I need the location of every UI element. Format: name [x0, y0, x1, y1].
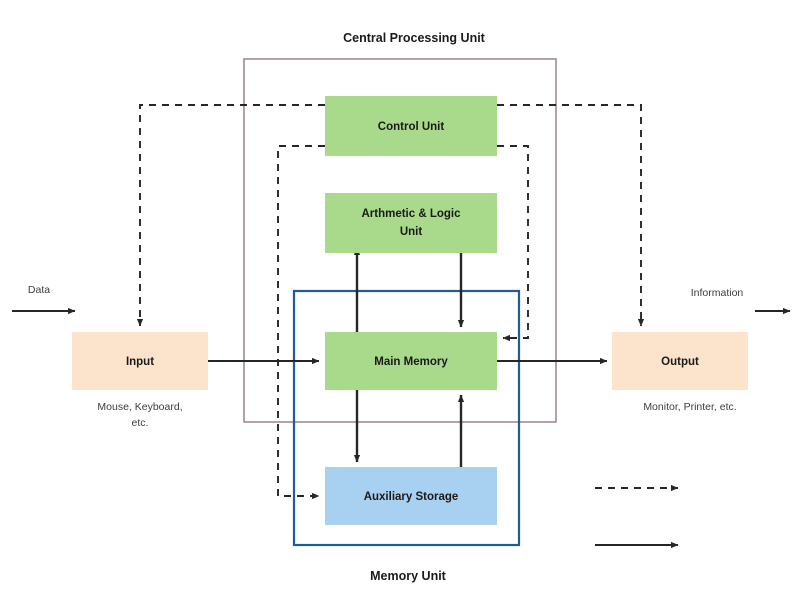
output-caption-line1: Monitor, Printer, etc.	[643, 401, 736, 413]
control-line-cu-to-output	[497, 104, 645, 327]
control-line-cu-to-main-memory	[497, 145, 529, 342]
alu-label-line2: Unit	[400, 226, 423, 238]
box-control-unit[interactable]: Control Unit	[325, 96, 497, 156]
control-unit-label: Control Unit	[378, 121, 445, 133]
data-inflow-label: Data	[28, 284, 50, 296]
information-outflow-label: Information	[691, 287, 744, 299]
cpu-group-title: Central Processing Unit	[343, 31, 486, 45]
input-label: Input	[126, 356, 154, 368]
box-input[interactable]: Input	[72, 332, 208, 390]
memory-unit-group-border	[292, 289, 521, 547]
input-caption-line1: Mouse, Keyboard,	[97, 401, 182, 413]
auxiliary-storage-label: Auxiliary Storage	[364, 491, 459, 503]
control-line-cu-to-input	[136, 104, 325, 327]
cpu-group-border	[243, 58, 557, 423]
memory-unit-group-title: Memory Unit	[370, 569, 447, 583]
input-caption-line2: etc.	[132, 417, 149, 429]
box-alu[interactable]: Arthmetic & Logic Unit	[325, 193, 497, 253]
box-output[interactable]: Output	[612, 332, 748, 390]
output-label: Output	[661, 356, 699, 368]
alu-label-line1: Arthmetic & Logic	[361, 208, 461, 220]
control-line-cu-to-auxiliary	[277, 145, 325, 500]
main-memory-label: Main Memory	[374, 356, 448, 368]
box-auxiliary-storage[interactable]: Auxiliary Storage	[325, 467, 497, 525]
box-main-memory[interactable]: Main Memory	[325, 332, 497, 390]
